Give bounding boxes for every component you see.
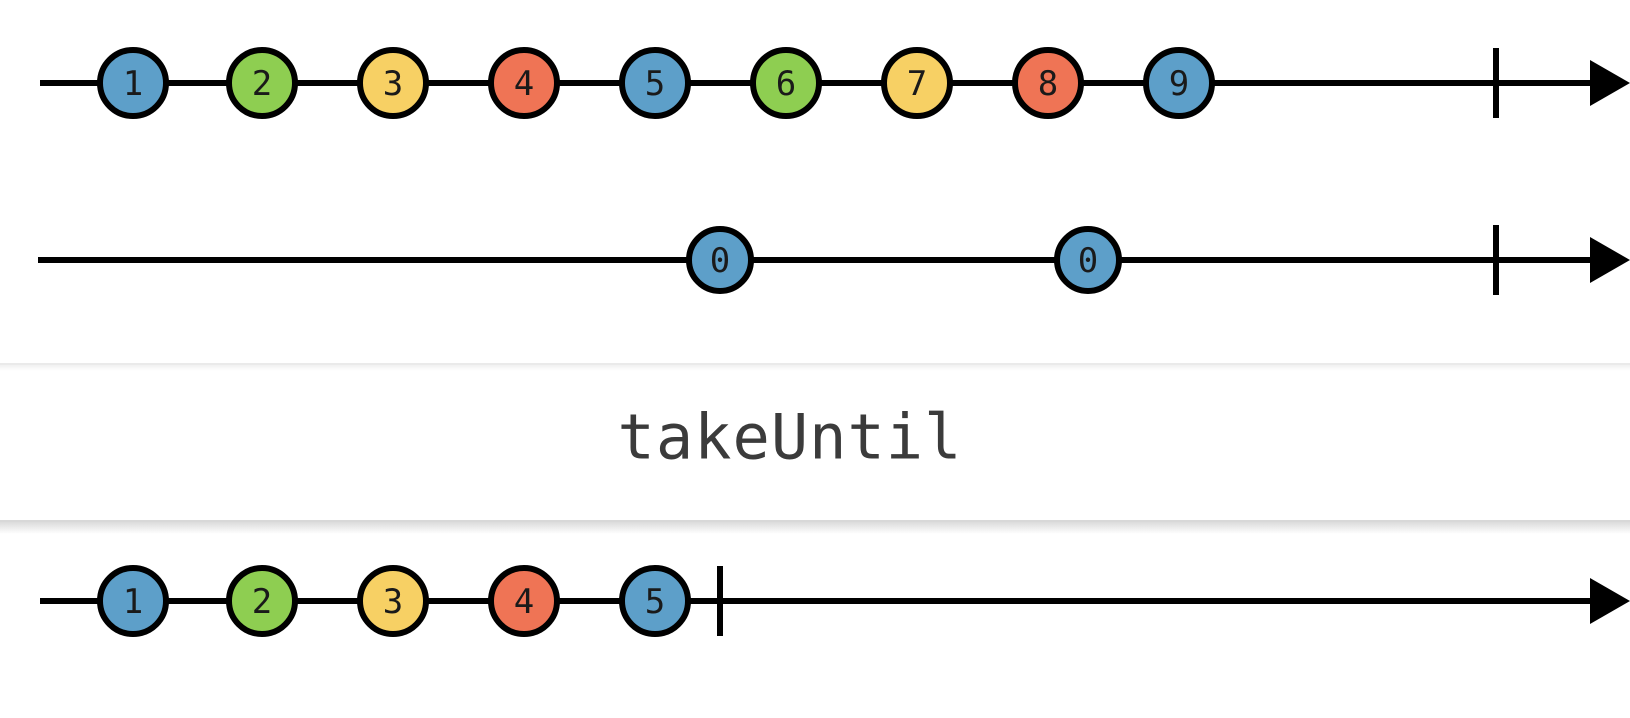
marble-circle[interactable] bbox=[97, 565, 169, 637]
marble-circle[interactable] bbox=[619, 565, 691, 637]
marble-circle[interactable] bbox=[488, 565, 560, 637]
marble-circle[interactable] bbox=[686, 226, 754, 294]
operator-panel: takeUntil bbox=[0, 363, 1630, 534]
marble[interactable]: 3 bbox=[357, 565, 429, 637]
marble-circle[interactable] bbox=[1143, 47, 1215, 119]
operator-panel-top-divider bbox=[0, 363, 1630, 365]
marble[interactable]: 0 bbox=[1054, 226, 1122, 294]
marble[interactable]: 5 bbox=[619, 47, 691, 119]
marble[interactable]: 2 bbox=[226, 47, 298, 119]
marble-circle[interactable] bbox=[881, 47, 953, 119]
marble-circle[interactable] bbox=[97, 47, 169, 119]
marble-circle[interactable] bbox=[1012, 47, 1084, 119]
marble[interactable]: 8 bbox=[1012, 47, 1084, 119]
marble-circle[interactable] bbox=[488, 47, 560, 119]
marble[interactable]: 3 bbox=[357, 47, 429, 119]
marble[interactable]: 1 bbox=[97, 565, 169, 637]
operator-name-label: takeUntil bbox=[618, 401, 963, 474]
operator-panel-background bbox=[0, 365, 1630, 522]
marble-circle[interactable] bbox=[619, 47, 691, 119]
marble[interactable]: 4 bbox=[488, 47, 560, 119]
marble[interactable]: 6 bbox=[750, 47, 822, 119]
marble-circle[interactable] bbox=[357, 47, 429, 119]
operator-panel-top-shadow bbox=[0, 365, 1630, 371]
marble-circle[interactable] bbox=[226, 565, 298, 637]
timeline-arrow-icon bbox=[1590, 237, 1630, 283]
marble[interactable]: 0 bbox=[686, 226, 754, 294]
marble[interactable]: 7 bbox=[881, 47, 953, 119]
marble-circle[interactable] bbox=[226, 47, 298, 119]
marble[interactable]: 9 bbox=[1143, 47, 1215, 119]
marble[interactable]: 5 bbox=[619, 565, 691, 637]
operator-panel-bottom-shadow bbox=[0, 522, 1630, 534]
operator-panel-bottom-divider bbox=[0, 520, 1630, 522]
marble-circle[interactable] bbox=[357, 565, 429, 637]
marble-circle[interactable] bbox=[750, 47, 822, 119]
marble[interactable]: 1 bbox=[97, 47, 169, 119]
marble[interactable]: 2 bbox=[226, 565, 298, 637]
timeline-arrow-icon bbox=[1590, 60, 1630, 106]
timeline-arrow-icon bbox=[1590, 578, 1630, 624]
marble[interactable]: 4 bbox=[488, 565, 560, 637]
marble-circle[interactable] bbox=[1054, 226, 1122, 294]
